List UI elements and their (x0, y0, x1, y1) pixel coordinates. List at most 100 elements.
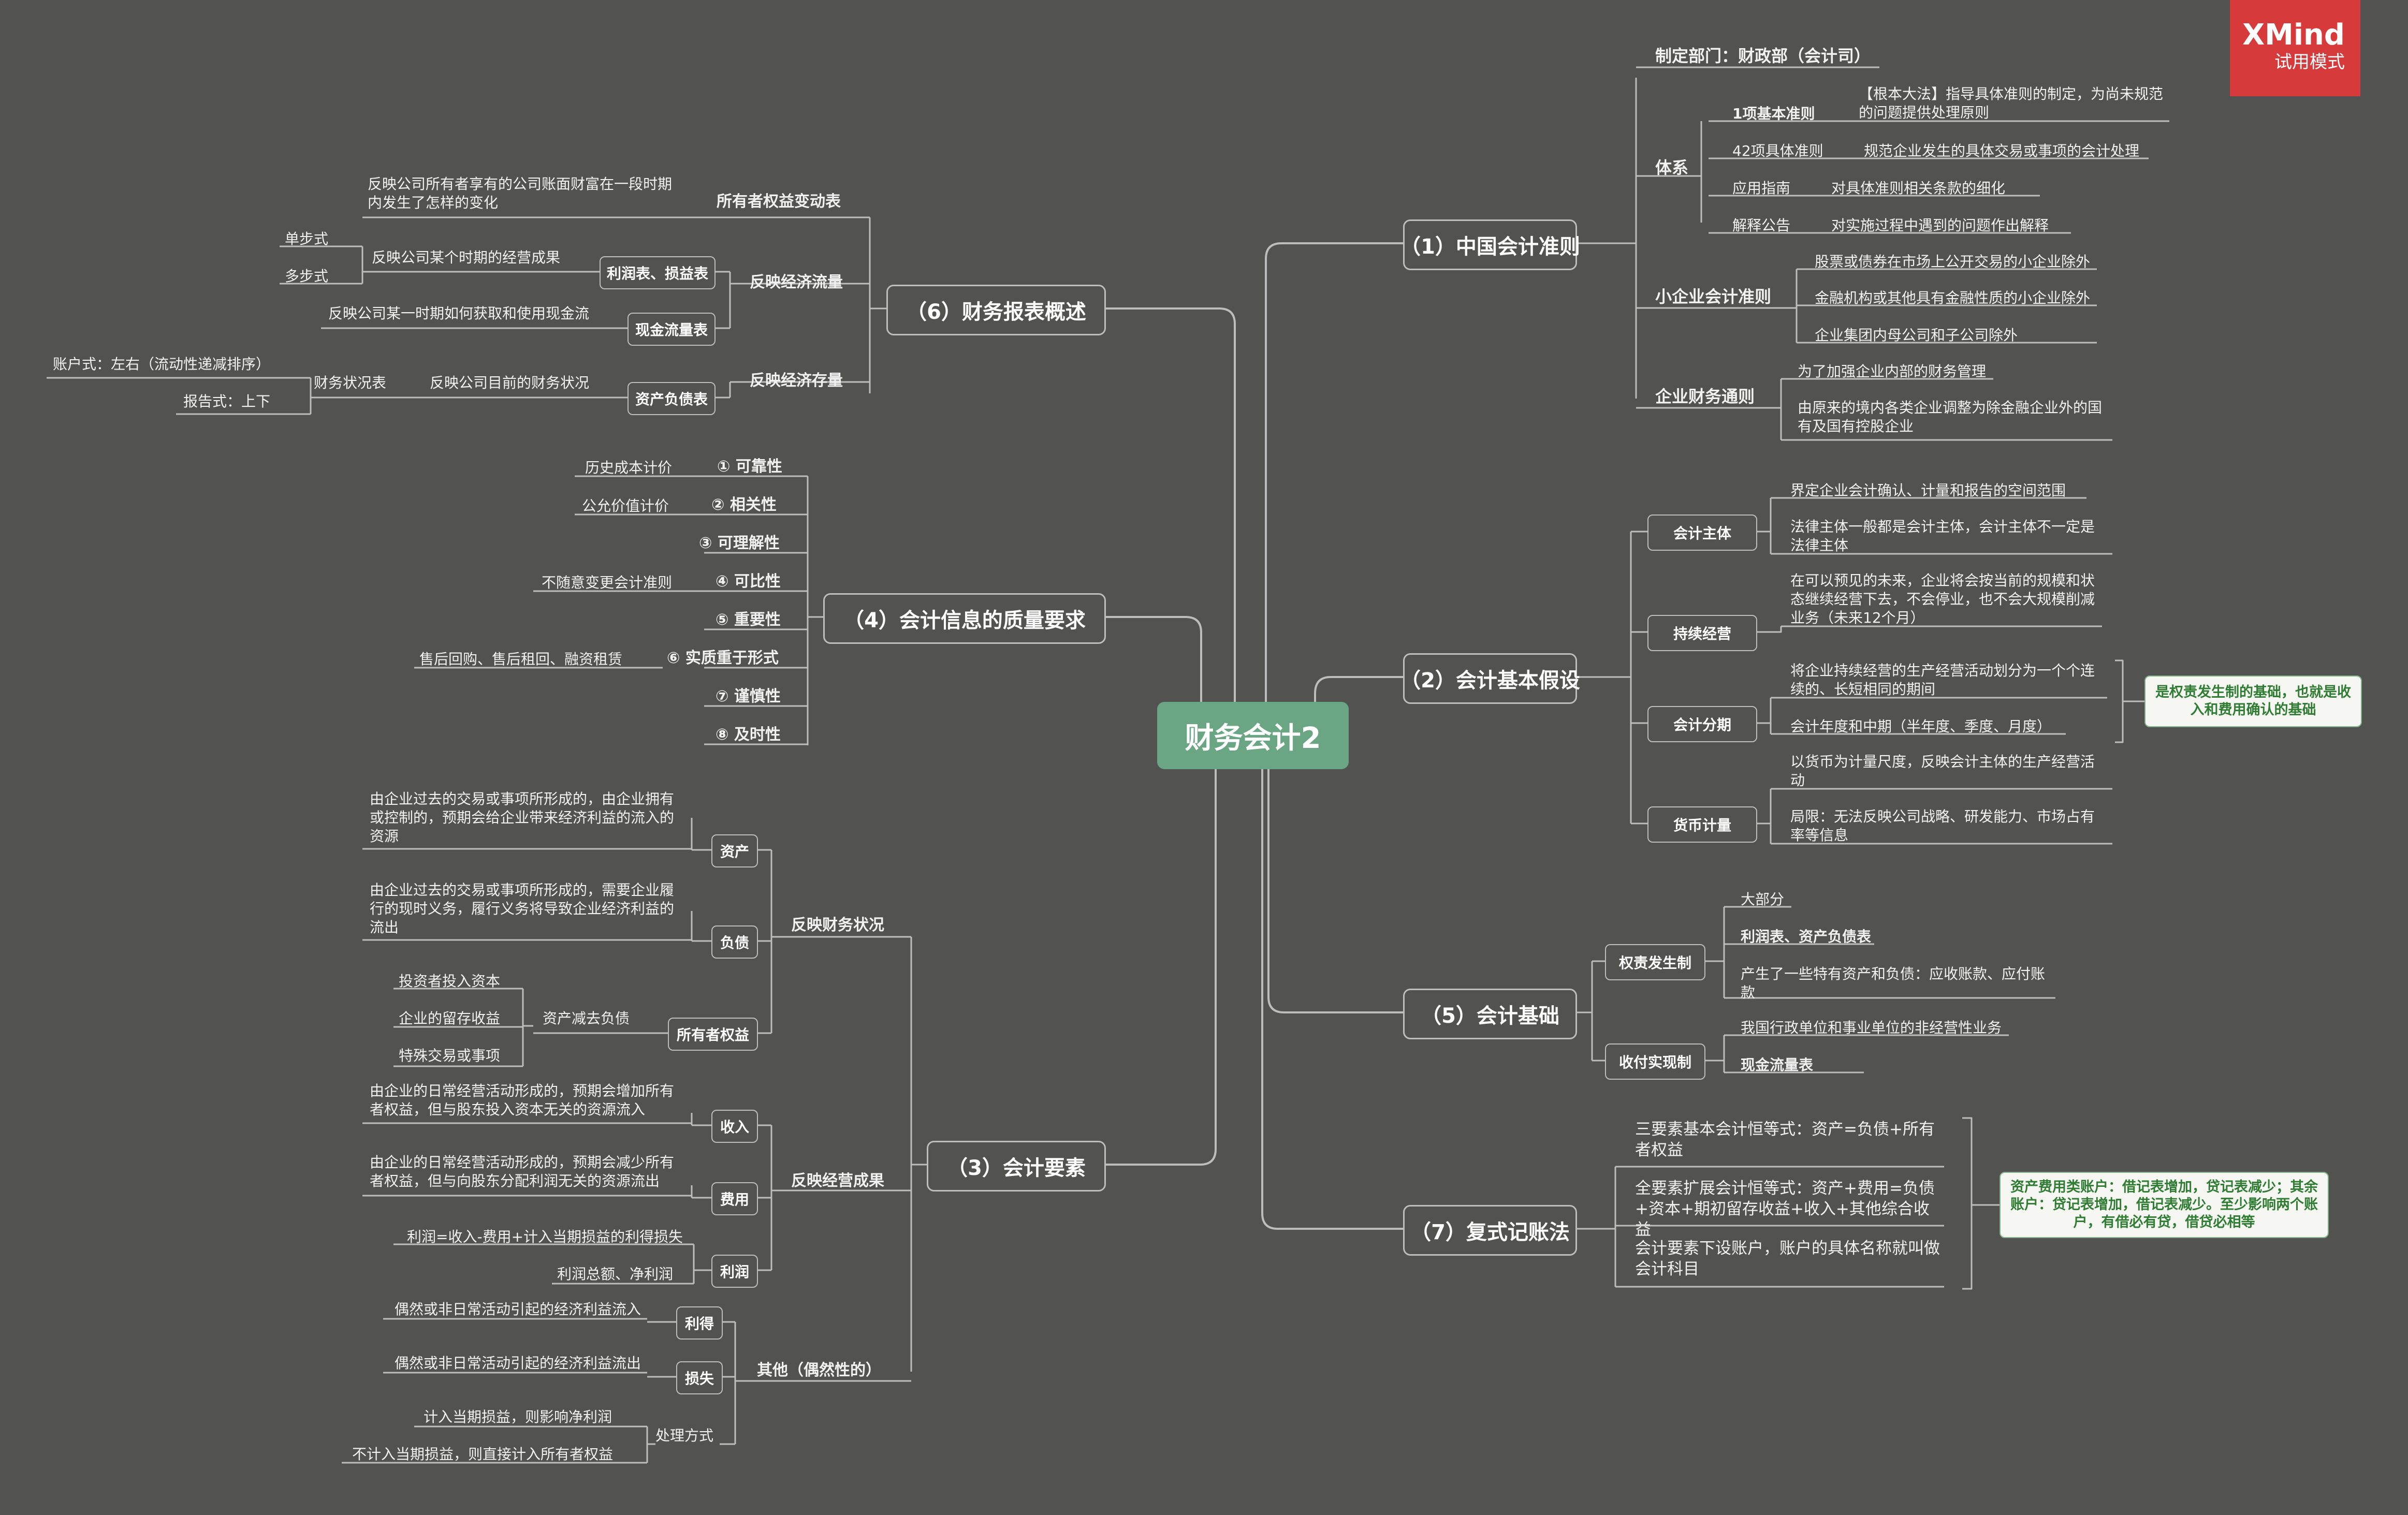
topic-cash-basis[interactable]: 收付实现制 (1605, 1043, 1705, 1080)
topic-balance-sheet[interactable]: 资产负债表 (627, 382, 716, 415)
q6-substance-over-form[interactable]: ⑥ 实质重于形式 (667, 649, 779, 667)
text-treat-2: 不计入当期损益，则直接计入所有者权益 (352, 1446, 614, 1463)
topic-other-incidental[interactable]: 其他（偶然性的） (757, 1361, 881, 1379)
xmind-trial-badge[interactable]: XMind 试用模式 (2230, 0, 2360, 96)
text-fin-1: 为了加强企业内部的财务管理 (1798, 363, 1987, 380)
topic-accounting-entity[interactable]: 会计主体 (1647, 514, 1757, 551)
text-multi-step: 多步式 (285, 268, 329, 285)
text-period-2: 会计年度和中期（半年度、季度、月度） (1790, 718, 2052, 735)
text-money-1: 以货币为计量尺度，反映会计主体的生产经营活动 (1790, 753, 2095, 789)
text-equity-statement-desc: 反映公司所有者享有的公司账面财富在一段时期内发生了怎样的变化 (368, 175, 673, 211)
text-q4-desc: 不随意变更会计准则 (542, 574, 673, 591)
text-equation-basic: 三要素基本会计恒等式：资产=负债+所有者权益 (1635, 1120, 1935, 1159)
note-debit-credit-rules[interactable]: 资产费用类账户：借记表增加，贷记表减少；其余账户：贷记表增加，借记表减少。至少影… (2000, 1172, 2329, 1238)
text-cashflow-desc: 反映公司某一时期如何获取和使用现金流 (328, 305, 590, 322)
text-specific-desc: 规范企业发生的具体交易或事项的会计处理 (1864, 142, 2140, 159)
note-accrual-basis[interactable]: 是权责发生制的基础，也就是收入和费用确认的基础 (2144, 675, 2362, 727)
topic-financial-position[interactable]: 反映财务状况 (791, 916, 884, 934)
topic-basic-standard[interactable]: 1项基本准则 (1732, 105, 1815, 122)
topic-specific-standards[interactable]: 42项具体准则 (1732, 142, 1823, 159)
element-expense[interactable]: 费用 (711, 1182, 758, 1215)
topic-cash-flow-statement[interactable]: 现金流量表 (627, 313, 716, 346)
text-expense-desc: 由企业的日常经营活动形成的，预期会减少所有者权益，但与向股东分配利润无关的资源流… (370, 1154, 675, 1189)
q7-prudence[interactable]: ⑦ 谨慎性 (716, 687, 781, 705)
text-asset-desc: 由企业过去的交易或事项所形成的，由企业拥有或控制的，预期会给企业带来经济利益的流… (370, 790, 675, 845)
text-accrual-2: 利润表、资产负债表 (1741, 928, 1872, 945)
text-bs-desc: 反映公司目前的财务状况 (430, 374, 590, 391)
text-small-2: 金融机构或其他具有金融性质的小企业除外 (1815, 289, 2091, 306)
xmind-logo: XMind (2242, 18, 2345, 52)
connector-line (1265, 242, 1403, 702)
topic-system[interactable]: 体系 (1655, 158, 1689, 178)
topic-dept[interactable]: 制定部门：财政部（会计司） (1655, 46, 1871, 66)
topic-accrual[interactable]: 权责发生制 (1605, 944, 1705, 980)
topic-double-entry[interactable]: （7）复式记账法 (1403, 1205, 1577, 1256)
text-treat-1: 计入当期损益，则影响净利润 (424, 1408, 612, 1425)
topic-financial-rules[interactable]: 企业财务通则 (1655, 387, 1755, 406)
root-topic[interactable]: 财务会计2 (1157, 702, 1349, 769)
text-entity-1: 界定企业会计确认、计量和报告的空间范围 (1790, 482, 2066, 499)
topic-accounting-period[interactable]: 会计分期 (1647, 706, 1757, 742)
topic-accounting-elements[interactable]: （3）会计要素 (927, 1141, 1106, 1192)
text-small-1: 股票或债券在市场上公开交易的小企业除外 (1815, 253, 2091, 270)
q8-timeliness[interactable]: ⑧ 及时性 (716, 726, 781, 744)
connector-line (1103, 616, 1202, 702)
text-eq-2: 企业的留存收益 (399, 1010, 501, 1027)
q5-materiality[interactable]: ⑤ 重要性 (716, 611, 781, 629)
text-profit-2: 利润总额、净利润 (557, 1266, 674, 1283)
text-eq-1: 投资者投入资本 (399, 973, 501, 990)
topic-accounting-basis[interactable]: （5）会计基础 (1403, 989, 1577, 1039)
q3-understandability[interactable]: ③ 可理解性 (699, 534, 780, 552)
topic-quality-requirements[interactable]: （4）会计信息的质量要求 (823, 593, 1106, 644)
topic-economic-flow[interactable]: 反映经济流量 (750, 273, 843, 291)
text-bs-alias: 财务状况表 (314, 374, 387, 391)
topic-chinese-accounting-standards[interactable]: （1）中国会计准则 (1400, 219, 1580, 270)
connector-line (1103, 769, 1217, 1166)
element-profit[interactable]: 利润 (711, 1255, 758, 1288)
trial-mode-label: 试用模式 (2274, 52, 2345, 72)
q2-relevance[interactable]: ② 相关性 (711, 496, 777, 514)
topic-application-guide[interactable]: 应用指南 (1732, 180, 1791, 197)
element-gain[interactable]: 利得 (676, 1306, 723, 1340)
text-income-desc: 反映公司某个时期的经营成果 (372, 249, 561, 266)
connector-line (1103, 307, 1236, 702)
text-profit-1: 利润=收入-费用+计入当期损益的利得损失 (407, 1228, 683, 1245)
text-small-3: 企业集团内母公司和子公司除外 (1815, 327, 2018, 344)
text-loss-desc: 偶然或非日常活动引起的经济利益流出 (395, 1355, 641, 1372)
topic-interpretation[interactable]: 解释公告 (1732, 217, 1791, 234)
text-accounting-subjects: 会计要素下设账户，账户的具体名称就叫做会计科目 (1635, 1239, 1940, 1278)
text-liability-desc: 由企业过去的交易或事项所形成的，需要企业履行的现时义务，履行义务将导致企业经济利… (370, 881, 675, 936)
topic-equity-statement[interactable]: 所有者权益变动表 (717, 193, 841, 211)
text-accrual-1: 大部分 (1741, 891, 1785, 908)
element-asset[interactable]: 资产 (711, 834, 758, 867)
element-liability[interactable]: 负债 (711, 925, 758, 959)
text-interp-desc: 对实施过程中遇到的问题作出解释 (1831, 217, 2049, 234)
topic-small-enterprise[interactable]: 小企业会计准则 (1655, 287, 1772, 306)
text-eq-3: 特殊交易或事项 (399, 1047, 501, 1064)
connector-line (1261, 769, 1403, 1230)
element-owners-equity[interactable]: 所有者权益 (668, 1018, 758, 1051)
topic-monetary-measurement[interactable]: 货币计量 (1647, 806, 1757, 843)
topic-going-concern[interactable]: 持续经营 (1647, 615, 1757, 651)
text-q6-desc: 售后回购、售后租回、融资租赁 (419, 651, 623, 668)
connector-line (2115, 659, 2144, 743)
topic-economic-stock[interactable]: 反映经济存量 (750, 372, 843, 390)
text-single-step: 单步式 (285, 230, 329, 247)
text-revenue-desc: 由企业的日常经营活动形成的，预期会增加所有者权益，但与股东投入资本无关的资源流入 (370, 1082, 675, 1118)
element-revenue[interactable]: 收入 (711, 1110, 758, 1143)
element-loss[interactable]: 损失 (676, 1361, 723, 1394)
q1-reliability[interactable]: ① 可靠性 (717, 458, 782, 476)
q4-comparability[interactable]: ④ 可比性 (716, 572, 781, 591)
text-accrual-3: 产生了一些特有资产和负债：应收账款、应付账款 (1741, 965, 2046, 1001)
text-money-2: 局限：无法反映公司战略、研发能力、市场占有率等信息 (1790, 808, 2095, 844)
connector-line (1962, 1117, 2000, 1290)
topic-basic-assumptions[interactable]: （2）会计基本假设 (1400, 653, 1580, 704)
topic-financial-statements[interactable]: （6）财务报表概述 (886, 285, 1106, 335)
topic-treatment[interactable]: 处理方式 (655, 1427, 714, 1444)
topic-income-statement[interactable]: 利润表、损益表 (600, 256, 716, 289)
connector-line (1755, 625, 2102, 633)
text-report-form: 报告式：上下 (183, 393, 271, 410)
topic-operating-results[interactable]: 反映经营成果 (791, 1172, 884, 1190)
